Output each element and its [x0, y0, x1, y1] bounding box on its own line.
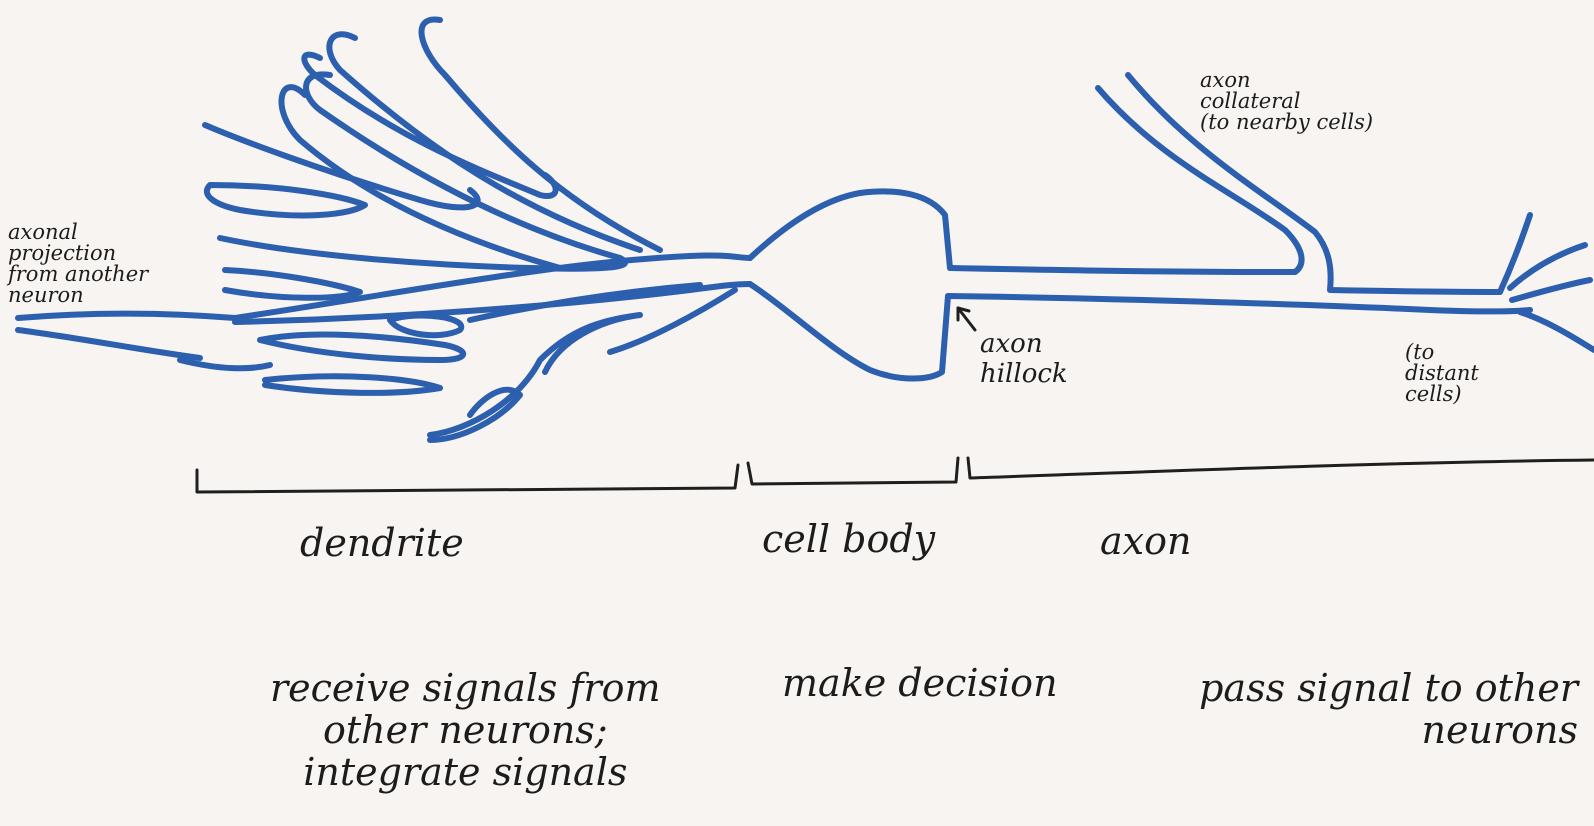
axon-line-upper — [950, 268, 1295, 272]
cell-body-section-label: cell body — [762, 520, 935, 558]
axon-line-lower — [948, 296, 1530, 312]
axon-collateral-label: axon collateral (to nearby cells) — [1200, 70, 1373, 133]
dendrite-branch — [207, 185, 365, 215]
incoming-axon-line-lower — [18, 330, 200, 358]
dendrite-branch — [180, 360, 270, 368]
axon-hillock-label: axon hillock — [980, 330, 1068, 390]
cell-body-function-text: make decision — [782, 664, 1058, 702]
axonal-projection-label: axonal projection from another neuron — [8, 222, 148, 306]
axon-bracket — [968, 458, 1594, 478]
axon-terminal — [1520, 312, 1594, 350]
hillock-pointer-arrow — [958, 308, 975, 330]
axon-terminal — [1512, 280, 1590, 300]
axon-function-text: pass signal to other neurons — [1098, 668, 1578, 752]
dendrite-branch — [329, 34, 640, 250]
distant-cells-label: (to distant cells) — [1405, 342, 1479, 405]
dendrite-branch — [260, 335, 463, 360]
dendrite-branch — [430, 315, 640, 435]
section-brackets — [197, 458, 1594, 492]
cell-body-bracket — [748, 458, 958, 484]
dendrite-branch — [265, 376, 440, 393]
dendrite-function-text: receive signals from other neurons; inte… — [270, 668, 661, 793]
dendrite-branch — [225, 270, 360, 298]
axon-section-label: axon — [1100, 522, 1191, 560]
dendrite-branch — [421, 20, 660, 250]
dendrite-branch — [390, 315, 461, 335]
incoming-axon-line-upper — [18, 314, 235, 319]
cell-body-outline — [750, 191, 950, 378]
dendrite-section-label: dendrite — [300, 524, 464, 562]
dendrite-bracket — [197, 465, 738, 492]
